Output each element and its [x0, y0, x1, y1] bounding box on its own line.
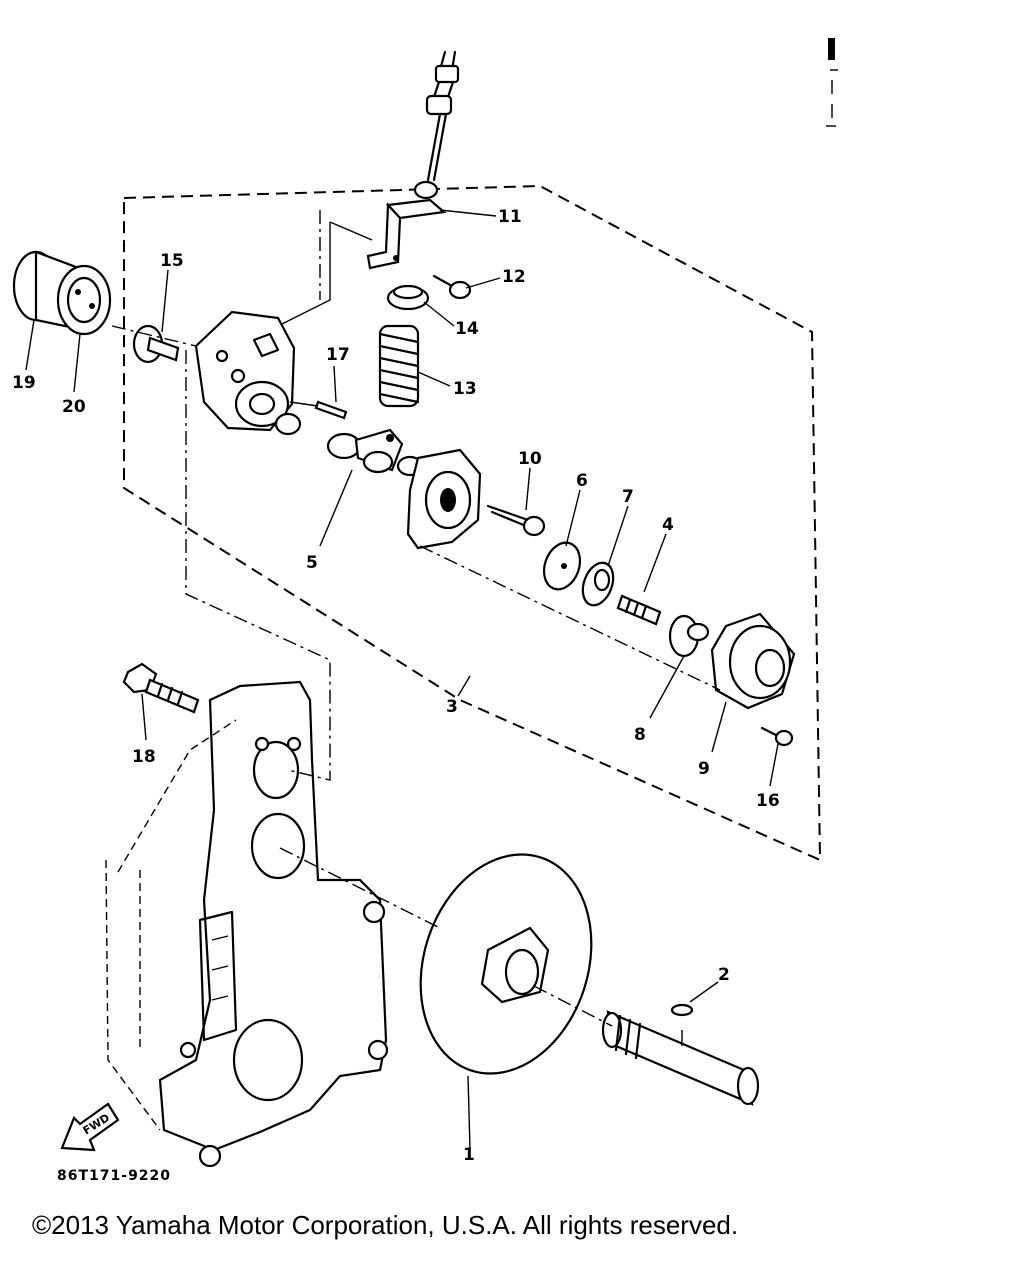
callout-13: 13 — [453, 379, 477, 399]
leader-lines — [25, 209, 779, 1151]
screw-4 — [616, 594, 662, 626]
exploded-view-svg: FWD 1 2 3 4 5 6 — [12, 38, 838, 1168]
center-lines — [111, 210, 721, 1027]
fwd-arrow: FWD — [60, 1102, 120, 1152]
pin-15 — [132, 324, 180, 364]
callout-8: 8 — [634, 725, 646, 745]
bushing-8 — [668, 614, 710, 658]
callout-19: 19 — [12, 373, 36, 393]
screw-16 — [760, 726, 794, 747]
callout-16: 16 — [756, 791, 780, 811]
callout-5: 5 — [306, 553, 318, 573]
copyright-notice: ©2013 Yamaha Motor Corporation, U.S.A. A… — [32, 1210, 739, 1240]
callout-12: 12 — [502, 267, 526, 287]
callout-15: 15 — [160, 251, 184, 271]
arm-5 — [326, 428, 404, 474]
sheave-disc-1 — [419, 853, 593, 1075]
cable — [413, 50, 460, 200]
callout-11: 11 — [498, 207, 522, 227]
callout-labels: 1 2 3 4 5 6 7 8 9 10 11 12 13 14 15 16 1… — [12, 207, 780, 1165]
callout-9: 9 — [698, 759, 710, 779]
edge-marks — [826, 38, 838, 127]
spring-13 — [378, 324, 420, 408]
cover-9 — [710, 612, 796, 710]
washer-6 — [542, 541, 582, 591]
callout-1: 1 — [463, 1145, 475, 1165]
pin-17 — [314, 400, 348, 420]
callout-6: 6 — [576, 471, 588, 491]
cap-14 — [386, 284, 430, 311]
callout-4: 4 — [662, 515, 674, 535]
bracket-11 — [269, 198, 447, 331]
callout-14: 14 — [455, 319, 479, 339]
callout-7: 7 — [622, 487, 634, 507]
housing — [194, 310, 319, 436]
bolt-10 — [486, 504, 546, 537]
bolt-12 — [432, 274, 472, 300]
engine-case — [105, 680, 389, 1168]
callout-18: 18 — [132, 747, 156, 767]
shaft — [601, 1003, 760, 1106]
callout-17: 17 — [326, 345, 350, 365]
callout-10: 10 — [518, 449, 542, 469]
governor-plate — [396, 448, 482, 550]
callout-3: 3 — [446, 697, 458, 717]
bolt-18 — [122, 662, 200, 714]
assembly-boundary — [123, 184, 822, 862]
callout-2: 2 — [718, 965, 730, 985]
diagram-code: 86T171-9220 — [57, 1168, 172, 1184]
plate-7 — [581, 561, 615, 607]
callout-20: 20 — [62, 397, 86, 417]
cap-19-20 — [12, 250, 112, 336]
